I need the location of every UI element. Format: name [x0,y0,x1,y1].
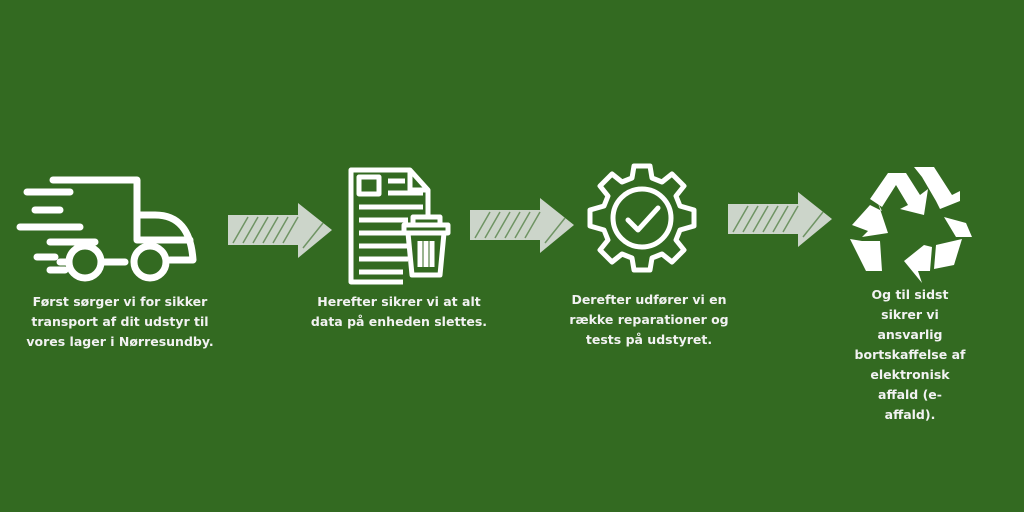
step-2-caption: Herefter sikrer vi at alt data på enhede… [310,294,488,329]
step-1-caption: Først sørger vi for sikker transport af … [26,294,214,349]
step-3-caption: Derefter udfører vi en række reparatione… [569,292,729,347]
arrow-icon [228,203,332,258]
gear-check-icon [587,163,697,273]
document-delete-icon [348,167,451,285]
recycle-icon [850,167,972,283]
truck-icon [16,176,197,282]
arrow-icon [728,192,832,247]
arrow-icon [470,198,574,253]
step-4-caption: Og til sidst sikrer vi ansvarlig bortska… [854,287,966,422]
